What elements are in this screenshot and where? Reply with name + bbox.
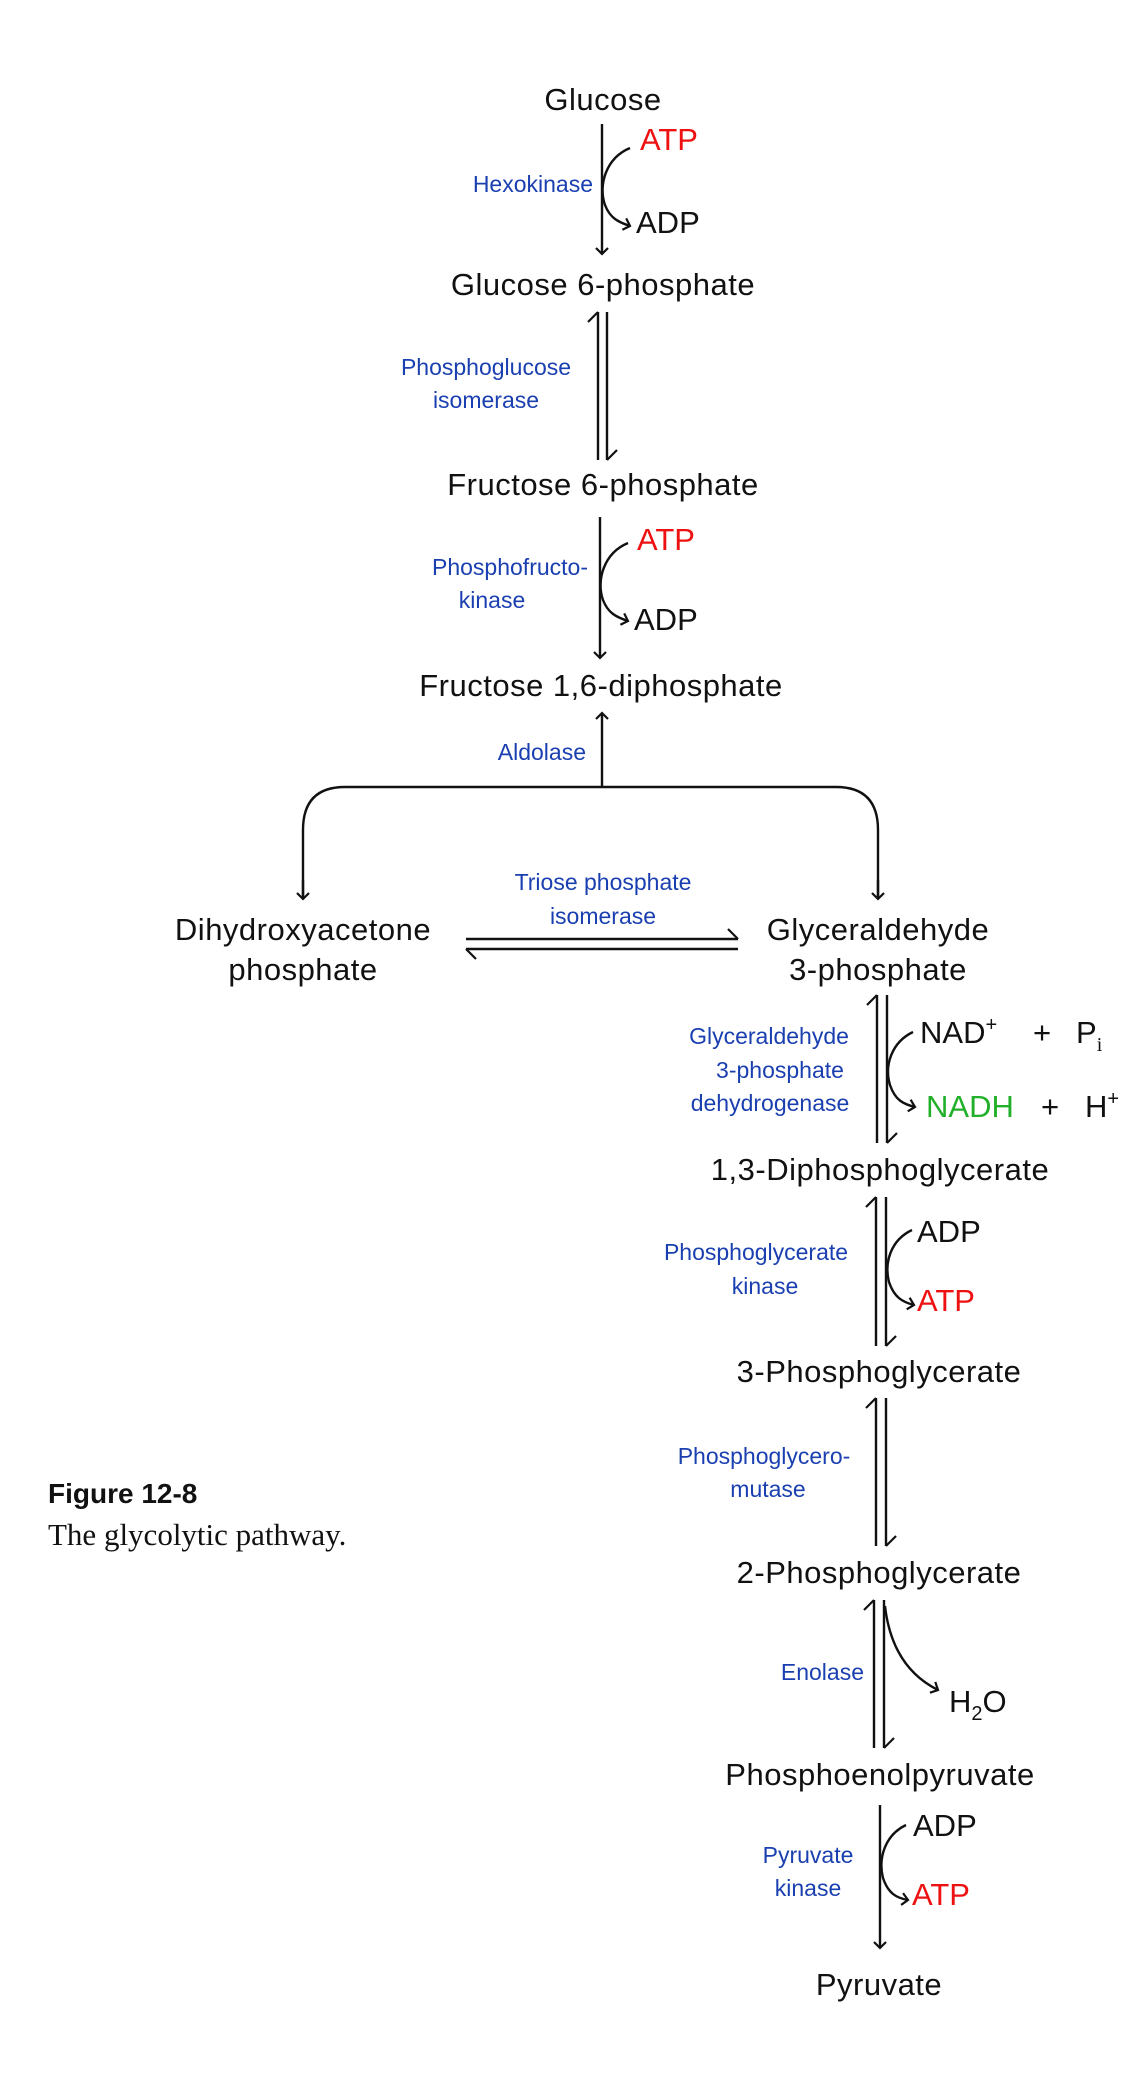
enzyme-hexokinase: Hexokinase (473, 171, 593, 197)
plus-sign: + (1041, 1089, 1059, 1124)
aldolase-bracket (301, 785, 880, 898)
metabolite-glyceraldehyde-3-phosphate-line1: Glyceraldehyde (767, 912, 989, 947)
metabolite-fructose-6-phosphate: Fructose 6-phosphate (447, 467, 759, 502)
enzyme-gapdh-line1: Glyceraldehyde (689, 1023, 849, 1049)
cofactor-atp-out: ATP (912, 1877, 970, 1912)
metabolite-phosphoenolpyruvate: Phosphoenolpyruvate (725, 1757, 1034, 1792)
metabolite-glucose: Glucose (544, 82, 661, 117)
metabolite-dihydroxyacetone-phosphate-line2: phosphate (228, 952, 377, 987)
metabolite-glucose-6-phosphate: Glucose 6-phosphate (451, 267, 755, 302)
metabolite-glyceraldehyde-3-phosphate-line2: 3-phosphate (789, 952, 967, 987)
enzyme-phosphoglucose-isomerase-line1: Phosphoglucose (401, 354, 571, 380)
figure-caption: The glycolytic pathway. (48, 1517, 346, 1552)
cofactor-adp-out: ADP (634, 602, 698, 637)
enzyme-phosphofructokinase-line2: kinase (459, 587, 525, 613)
metabolite-2-phosphoglycerate: 2-Phosphoglycerate (737, 1555, 1022, 1590)
pk-cofactor-arrow (880, 1823, 910, 1906)
enzyme-aldolase: Aldolase (498, 739, 586, 765)
product-water: H2O (949, 1684, 1007, 1725)
cofactor-atp-in: ATP (637, 522, 695, 557)
metabolite-pyruvate: Pyruvate (816, 1967, 942, 2002)
enzyme-phosphoglyceromutase-line2: mutase (730, 1476, 805, 1502)
enzyme-triose-phosphate-isomerase-line1: Triose phosphate (515, 869, 692, 895)
metabolite-fructose-1-6-diphosphate: Fructose 1,6-diphosphate (419, 668, 783, 703)
cofactor-adp-out: ADP (636, 205, 700, 240)
figure-label: Figure 12-8 (48, 1478, 197, 1509)
pgk-cofactor-arrow (886, 1228, 916, 1311)
metabolite-3-phosphoglycerate: 3-Phosphoglycerate (737, 1354, 1022, 1389)
cofactor-pi: Pi (1076, 1015, 1103, 1056)
enzyme-phosphoglucose-isomerase-line2: isomerase (433, 387, 539, 413)
cofactor-nadh: NADH (926, 1089, 1014, 1124)
cofactor-atp-in: ATP (640, 122, 698, 157)
cofactor-nad: NAD+ (920, 1014, 997, 1050)
enzyme-phosphoglycerate-kinase-line2: kinase (732, 1273, 798, 1299)
hexokinase-cofactor-arrow (601, 146, 632, 231)
cofactor-adp-in: ADP (913, 1808, 977, 1843)
enzyme-gapdh-line3: dehydrogenase (691, 1090, 850, 1116)
enzyme-phosphoglycerate-kinase-line1: Phosphoglycerate (664, 1239, 848, 1265)
enzyme-phosphofructokinase-line1: Phosphofructo- (432, 554, 588, 580)
enzyme-phosphoglyceromutase-line1: Phosphoglycero- (678, 1443, 851, 1469)
enzyme-pyruvate-kinase-line2: kinase (775, 1875, 841, 1901)
metabolite-1-3-diphosphoglycerate: 1,3-Diphosphoglycerate (711, 1152, 1049, 1187)
enzyme-enolase: Enolase (781, 1659, 864, 1685)
enzyme-triose-phosphate-isomerase-line2: isomerase (550, 903, 656, 929)
cofactor-atp-out: ATP (917, 1283, 975, 1318)
cofactor-adp-in: ADP (917, 1214, 981, 1249)
plus-sign: + (1033, 1015, 1051, 1050)
enzyme-gapdh-line2: 3-phosphate (716, 1057, 844, 1083)
cofactor-nadh-plus-h: NADH + H+ (926, 1088, 1119, 1124)
metabolite-dihydroxyacetone-phosphate-line1: Dihydroxyacetone (175, 912, 431, 947)
cofactor-nad-plus-pi: NAD+ + Pi (920, 1014, 1103, 1056)
enzyme-pyruvate-kinase-line1: Pyruvate (763, 1842, 854, 1868)
gapdh-cofactor-arrow (886, 1030, 917, 1113)
cofactor-h-plus: H+ (1085, 1088, 1119, 1124)
enolase-water-arrow (883, 1605, 940, 1694)
pfk-cofactor-arrow (599, 541, 630, 626)
